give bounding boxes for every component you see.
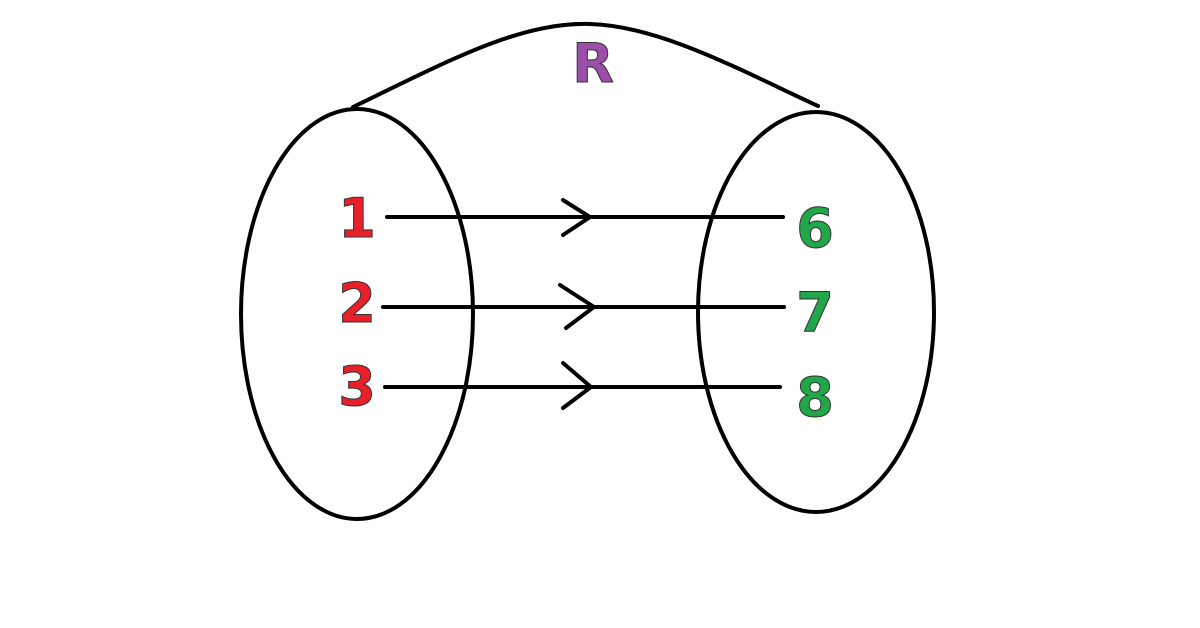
codomain-element-7: 7	[796, 281, 834, 344]
domain-set-ellipse	[239, 107, 475, 521]
relation-label: R	[572, 32, 614, 95]
codomain-element-8: 8	[796, 366, 834, 429]
mapping-arrow-2	[381, 283, 786, 330]
mapping-arrow-1	[385, 198, 785, 237]
domain-element-3: 3	[338, 355, 376, 418]
codomain-set-ellipse	[696, 110, 936, 514]
relation-arc	[351, 21, 820, 109]
domain-element-2: 2	[338, 272, 376, 335]
mapping-arrow-3	[383, 361, 782, 410]
domain-element-1: 1	[338, 187, 376, 250]
codomain-element-6: 6	[796, 197, 834, 260]
